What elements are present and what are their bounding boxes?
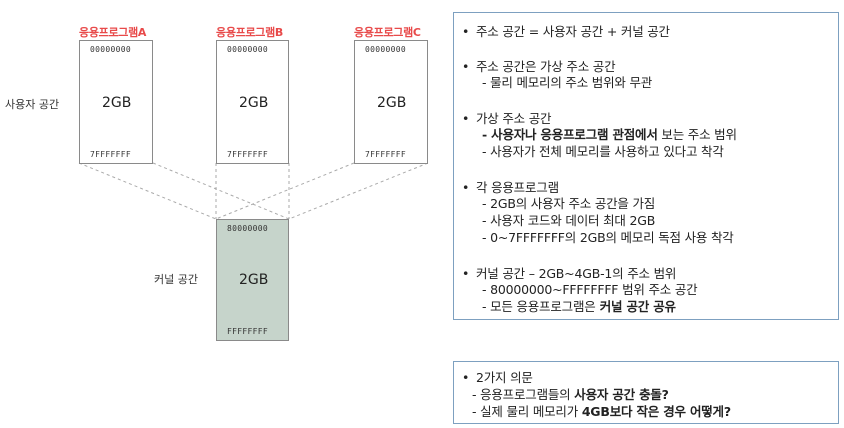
note-address-space-def: • 주소 공간 = 사용자 공간 + 커널 공간 [462,21,670,40]
kernel-start-address: 80000000 [227,224,268,233]
program-c-start-address: 00000000 [365,45,406,54]
note-kernel-space: • 커널 공간 – 2GB~4GB-1의 주소 범위 [462,263,676,282]
note-2gb-user-space: - 2GB의 사용자 주소 공간을 가짐 [482,196,656,211]
notes-panel: • 주소 공간 = 사용자 공간 + 커널 공간 • 주소 공간은 가상 주소 공간… [453,12,839,320]
bullet-icon: • [462,111,470,126]
note-text: - 모든 응용프로그램은 [482,299,596,314]
note-text: 가상 주소 공간 [476,111,552,126]
note-bold-text: 커널 공간 공유 [595,299,676,314]
program-c-end-address: 7FFFFFFF [365,150,406,159]
note-each-program: • 각 응용프로그램 [462,177,559,196]
note-user-illusion: - 사용자가 전체 메모리를 사용하고 있다고 착각 [482,144,724,159]
program-a-size: 2GB [102,95,132,111]
program-b-start-address: 00000000 [227,45,268,54]
note-text: 커널 공간 – 2GB~4GB-1의 주소 범위 [476,266,677,281]
note-text: 각 응용프로그램 [476,180,559,195]
note-exclusive-illusion: - 0~7FFFFFFF의 2GB의 메모리 독점 사용 착각 [482,230,734,245]
program-b-end-address: 7FFFFFFF [227,150,268,159]
note-code-data-max: - 사용자 코드와 데이터 최대 2GB [482,213,656,228]
program-a-end-address: 7FFFFFFF [90,150,131,159]
question-bold-text: 사용자 공간 충돌? [574,387,669,402]
bullet-icon: • [462,266,470,281]
kernel-space-label: 커널 공간 [154,273,198,286]
program-c-title: 응용프로그램C [354,26,421,39]
question-heading: • 2가지 의문 [462,367,533,386]
question-text: - 응용프로그램들의 [472,387,575,402]
question-text: - 실제 물리 메모리가 [472,404,582,419]
note-kernel-range: - 80000000~FFFFFFFF 범위 주소 공간 [482,282,698,297]
program-b-memory-box: 00000000 2GB 7FFFFFFF [216,40,289,164]
note-text: 보는 주소 범위 [657,127,737,142]
bullet-icon: • [462,180,470,195]
question-less-memory: - 실제 물리 메모리가 4GB보다 작은 경우 어떻게? [472,401,731,420]
program-a-memory-box: 00000000 2GB 7FFFFFFF [79,40,153,164]
kernel-size: 2GB [239,272,269,288]
note-kernel-shared: - 모든 응용프로그램은 커널 공간 공유 [482,296,676,315]
program-b-title: 응용프로그램B [216,26,284,39]
note-bold-text: - 사용자나 응용프로그램 관점에서 [482,127,658,142]
program-c-memory-box: 00000000 2GB 7FFFFFFF [354,40,428,164]
bullet-icon: • [462,24,470,39]
note-virtual-address-space: • 가상 주소 공간 [462,108,552,127]
program-a-start-address: 00000000 [90,45,131,54]
question-bold-text: 4GB보다 작은 경우 어떻게? [581,404,731,419]
program-a-title: 응용프로그램A [79,26,147,39]
note-virtual-address: • 주소 공간은 가상 주소 공간 [462,56,616,75]
bullet-icon: • [462,370,470,385]
program-c-size: 2GB [377,95,407,111]
question-text: 2가지 의문 [476,370,533,385]
user-space-label: 사용자 공간 [5,98,60,111]
note-user-perspective: - 사용자나 응용프로그램 관점에서 보는 주소 범위 [482,124,737,143]
bullet-icon: • [462,59,470,74]
questions-panel: • 2가지 의문 - 응용프로그램들의 사용자 공간 충돌? - 실제 물리 메모… [453,361,839,424]
kernel-end-address: FFFFFFFF [227,327,268,336]
kernel-memory-box: 80000000 2GB FFFFFFFF [216,219,289,341]
note-text: 주소 공간 = 사용자 공간 + 커널 공간 [476,24,670,39]
note-text: 주소 공간은 가상 주소 공간 [476,59,616,74]
question-collision: - 응용프로그램들의 사용자 공간 충돌? [472,384,669,403]
program-b-size: 2GB [239,95,269,111]
note-physical-unrelated: - 물리 메모리의 주소 범위와 무관 [482,75,653,90]
